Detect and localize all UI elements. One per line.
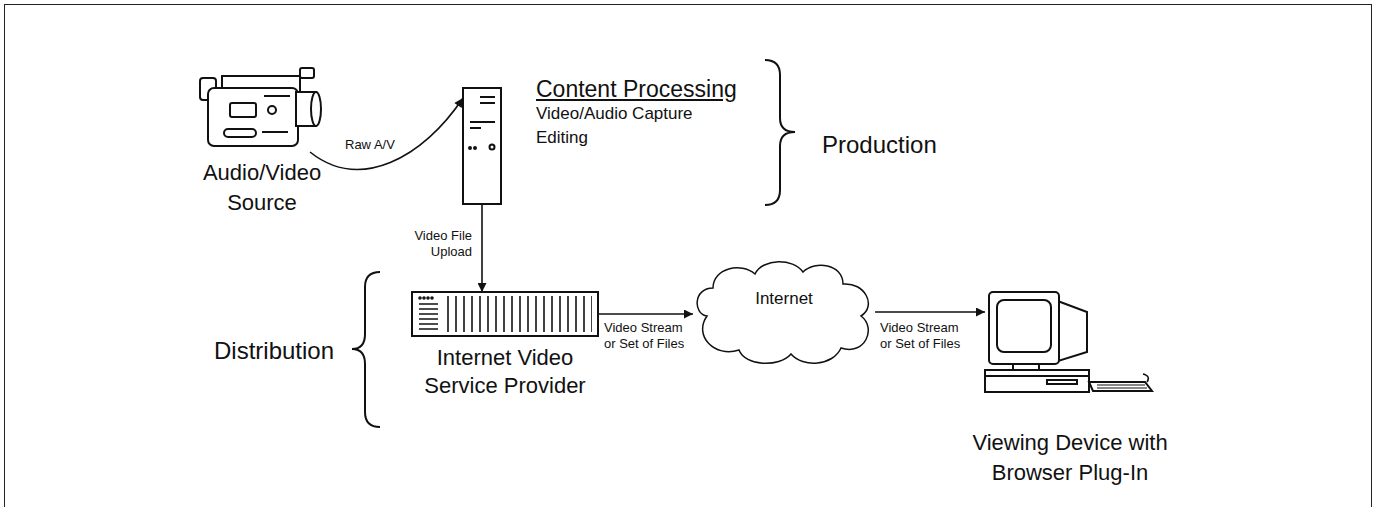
edge-label: Video Stream or Set of Files: [604, 320, 692, 352]
stage-label: Distribution: [214, 337, 334, 365]
flow-arrow: [598, 313, 693, 315]
computer-icon: [985, 292, 1152, 392]
node-body: Video/Audio Capture Editing: [536, 102, 716, 150]
content-processing-node: Content ProcessingVideo/Audio Capture Ed…: [463, 88, 501, 204]
flow-arrow: [310, 98, 463, 169]
viewing-device-node: Viewing Device with Browser Plug-In: [985, 290, 1153, 398]
edge-label: Video Stream or Set of Files: [880, 320, 968, 352]
provider-caption: Internet Video Service Provider: [405, 344, 605, 400]
pc-tower-icon: [463, 88, 501, 204]
internet-cloud-node: Internet: [693, 256, 875, 368]
cloud-shape: [697, 262, 868, 364]
service-provider-node: Internet Video Service Provider: [412, 292, 598, 336]
flow-arrow: [481, 204, 483, 292]
node-heading: Content Processing: [536, 75, 737, 104]
cloud-label: Internet: [693, 288, 875, 309]
distribution-brace: [352, 272, 380, 427]
production-brace: [765, 60, 795, 205]
rack-server-icon: [412, 292, 598, 336]
flow-arrow: [875, 311, 985, 313]
camcorder-node: Audio/Video Source: [200, 68, 325, 152]
stage-label: Production: [822, 131, 937, 159]
device-caption: Viewing Device with Browser Plug-In: [960, 428, 1180, 488]
edge-label: Raw A/V: [345, 137, 395, 153]
camcorder-icon: [200, 68, 321, 146]
edge-label: Video File Upload: [386, 228, 472, 260]
source-caption: Audio/Video Source: [187, 158, 337, 218]
